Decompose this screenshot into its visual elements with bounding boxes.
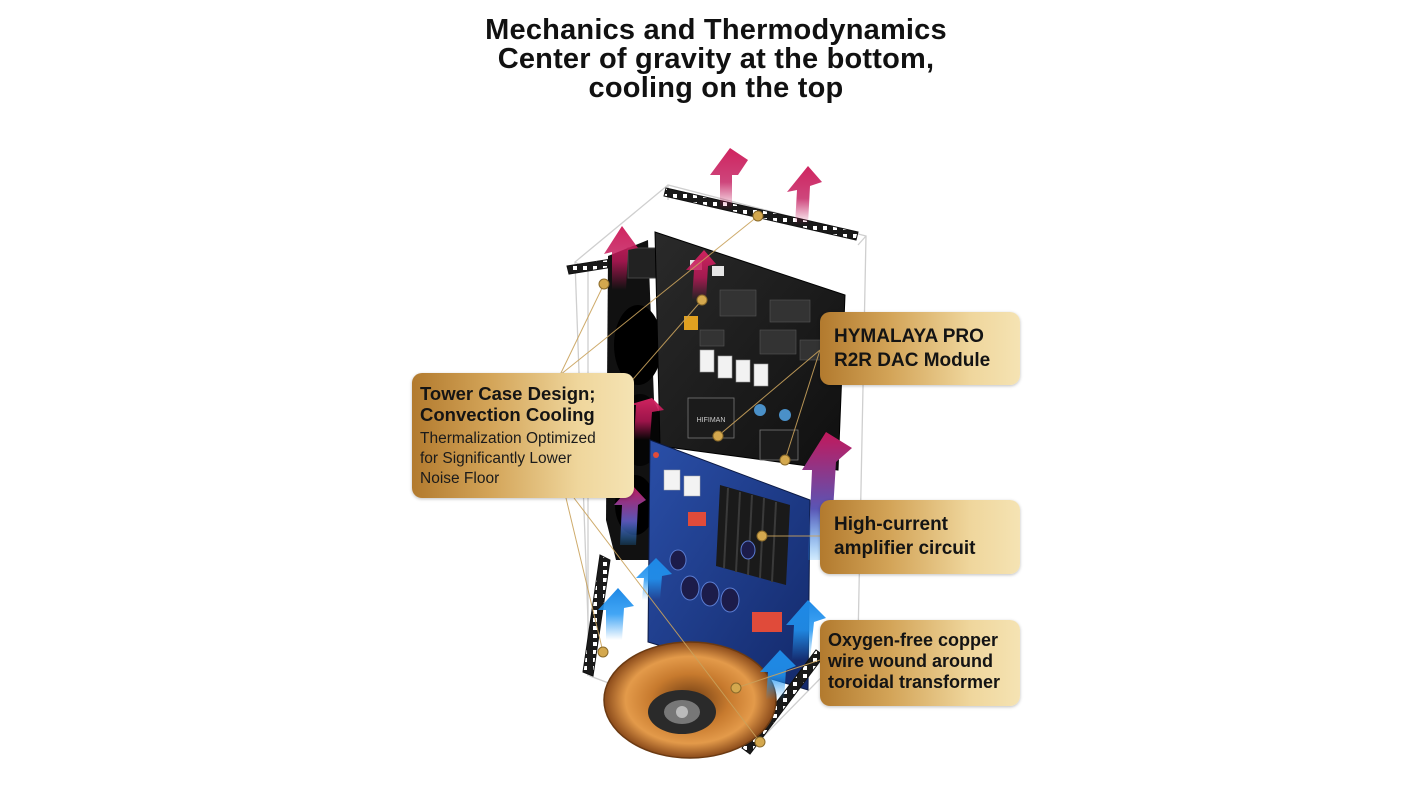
- callout-tower-description-line-2: for Significantly Lower: [420, 450, 572, 467]
- callout-tower-heading-line-2: Convection Cooling: [420, 404, 595, 425]
- callout-tower-description: Thermalization Optimized for Significant…: [420, 429, 634, 489]
- callout-tower-heading: Tower Case Design; Convection Cooling: [420, 383, 634, 425]
- airflow-arrows: [598, 148, 852, 700]
- chip-label: HIFIMAN: [697, 417, 726, 424]
- callout-tower-heading-line-1: Tower Case Design;: [420, 383, 596, 404]
- callout-transformer-heading-line-3: toroidal transformer: [828, 672, 1001, 692]
- page-title: Mechanics and Thermodynamics Center of g…: [0, 16, 1422, 103]
- callout-transformer-heading: Oxygen-free copper wire wound around tor…: [828, 630, 1020, 693]
- callout-amp-heading-line-2: amplifier circuit: [834, 538, 976, 559]
- title-line-1: Mechanics and Thermodynamics: [485, 14, 947, 46]
- cool-air-arrow: [786, 600, 826, 660]
- callout-tower-description-line-3: Noise Floor: [420, 470, 500, 487]
- callout-transformer-heading-line-1: Oxygen-free copper: [828, 630, 999, 650]
- callout-dac-module: HYMALAYA PRO R2R DAC Module: [820, 312, 1020, 385]
- mixed-air-arrow: [802, 432, 852, 560]
- callout-dots: [597, 210, 791, 748]
- callout-amplifier: High-current amplifier circuit: [820, 500, 1020, 574]
- amplifier-pcb: [647, 439, 811, 691]
- callout-tower-case: Tower Case Design; Convection Cooling Th…: [412, 373, 634, 498]
- toroidal-transformer: [603, 641, 777, 759]
- hot-air-arrow: [628, 398, 664, 440]
- hot-air-arrow: [710, 148, 748, 210]
- callout-transformer: Oxygen-free copper wire wound around tor…: [820, 620, 1020, 706]
- hot-air-arrow: [604, 226, 638, 290]
- callout-dac-heading-line-1: HYMALAYA PRO: [834, 326, 984, 347]
- cool-air-arrow: [636, 558, 672, 600]
- title-line-3: cooling on the top: [588, 72, 844, 104]
- callout-tower-description-line-1: Thermalization Optimized: [420, 430, 596, 447]
- callout-transformer-heading-line-2: wire wound around: [828, 651, 993, 671]
- cool-air-arrow: [760, 650, 796, 700]
- title-line-2: Center of gravity at the bottom,: [497, 43, 935, 75]
- cool-air-arrow: [598, 588, 634, 640]
- callout-dac-heading-line-2: R2R DAC Module: [834, 350, 991, 371]
- mixed-air-arrow: [614, 485, 646, 545]
- callout-amp-heading-line-1: High-current: [834, 514, 948, 535]
- hot-air-arrow: [686, 250, 716, 300]
- dac-module-pcb: HIFIMAN: [654, 231, 846, 471]
- callout-dac-heading: HYMALAYA PRO R2R DAC Module: [834, 325, 1020, 373]
- callout-amp-heading: High-current amplifier circuit: [834, 513, 1020, 561]
- hot-air-arrow: [787, 166, 822, 225]
